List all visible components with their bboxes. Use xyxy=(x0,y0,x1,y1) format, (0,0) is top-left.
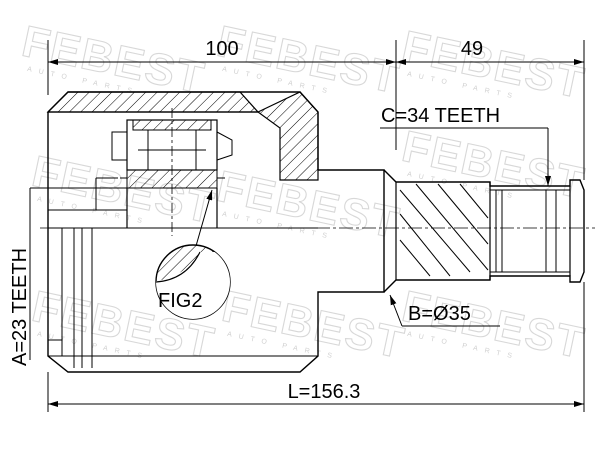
teeth-a-callout: A=23 TEETH xyxy=(9,187,96,366)
diameter-b-callout: B=Ø35 xyxy=(389,294,500,327)
top-dimension: 100 49 xyxy=(47,38,585,180)
dim-100-label: 100 xyxy=(205,38,238,60)
length-l-label: L=156.3 xyxy=(288,381,361,403)
splined-shaft xyxy=(383,169,585,293)
teeth-c-callout: C=34 TEETH xyxy=(380,105,551,186)
teeth-c-label: C=34 TEETH xyxy=(381,105,500,127)
dim-49-label: 49 xyxy=(461,38,483,60)
length-dimension: L=156.3 xyxy=(47,282,585,412)
fig2-label: FIG2 xyxy=(158,290,202,312)
watermark-group: FEBEST AUTO PARTS FEBEST AUTO PARTS FEBE… xyxy=(17,16,590,369)
diameter-b-label: B=Ø35 xyxy=(408,303,471,325)
teeth-a-label: A=23 TEETH xyxy=(9,248,31,366)
